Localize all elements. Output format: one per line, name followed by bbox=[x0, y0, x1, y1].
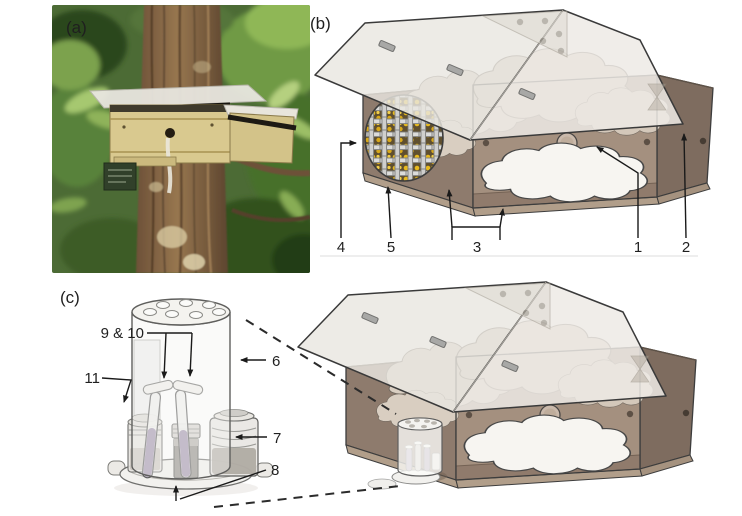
photo-panel-a: (a) bbox=[52, 5, 310, 273]
panel-c-label: (c) bbox=[60, 288, 80, 307]
nest-box-c bbox=[297, 281, 696, 490]
feeder-cylinder bbox=[107, 298, 274, 496]
callout-1: 1 bbox=[634, 239, 642, 256]
cylinder-top-holes bbox=[143, 299, 226, 319]
callout-11: 11 bbox=[84, 370, 100, 387]
callout-6: 6 bbox=[272, 353, 280, 370]
panel-b-callout-lines bbox=[340, 133, 688, 240]
callout-7: 7 bbox=[273, 430, 281, 447]
panel-b-label: (b) bbox=[310, 14, 331, 33]
cylinder-glass-wall bbox=[131, 311, 231, 480]
large-jar bbox=[209, 409, 259, 477]
photo-nest-box bbox=[88, 84, 299, 194]
callout-5: 5 bbox=[387, 239, 395, 256]
callout-9-10: 9 & 10 bbox=[101, 325, 144, 342]
mini-feeder-cylinder bbox=[367, 417, 447, 490]
dashed-connectors bbox=[213, 319, 401, 508]
callout-3: 3 bbox=[473, 239, 481, 256]
callout-8: 8 bbox=[271, 462, 279, 479]
callout-2: 2 bbox=[682, 239, 690, 256]
test-tubes bbox=[141, 379, 204, 479]
tube-cap bbox=[142, 379, 174, 395]
tube-cap bbox=[172, 380, 204, 395]
nest-box-b: 4 5 3 1 2 bbox=[314, 9, 713, 256]
photo-entrance-hole bbox=[165, 128, 175, 138]
panel-a-label: (a) bbox=[66, 18, 87, 37]
callout-4: 4 bbox=[337, 239, 345, 256]
panel-c-callout-lines bbox=[101, 332, 267, 501]
